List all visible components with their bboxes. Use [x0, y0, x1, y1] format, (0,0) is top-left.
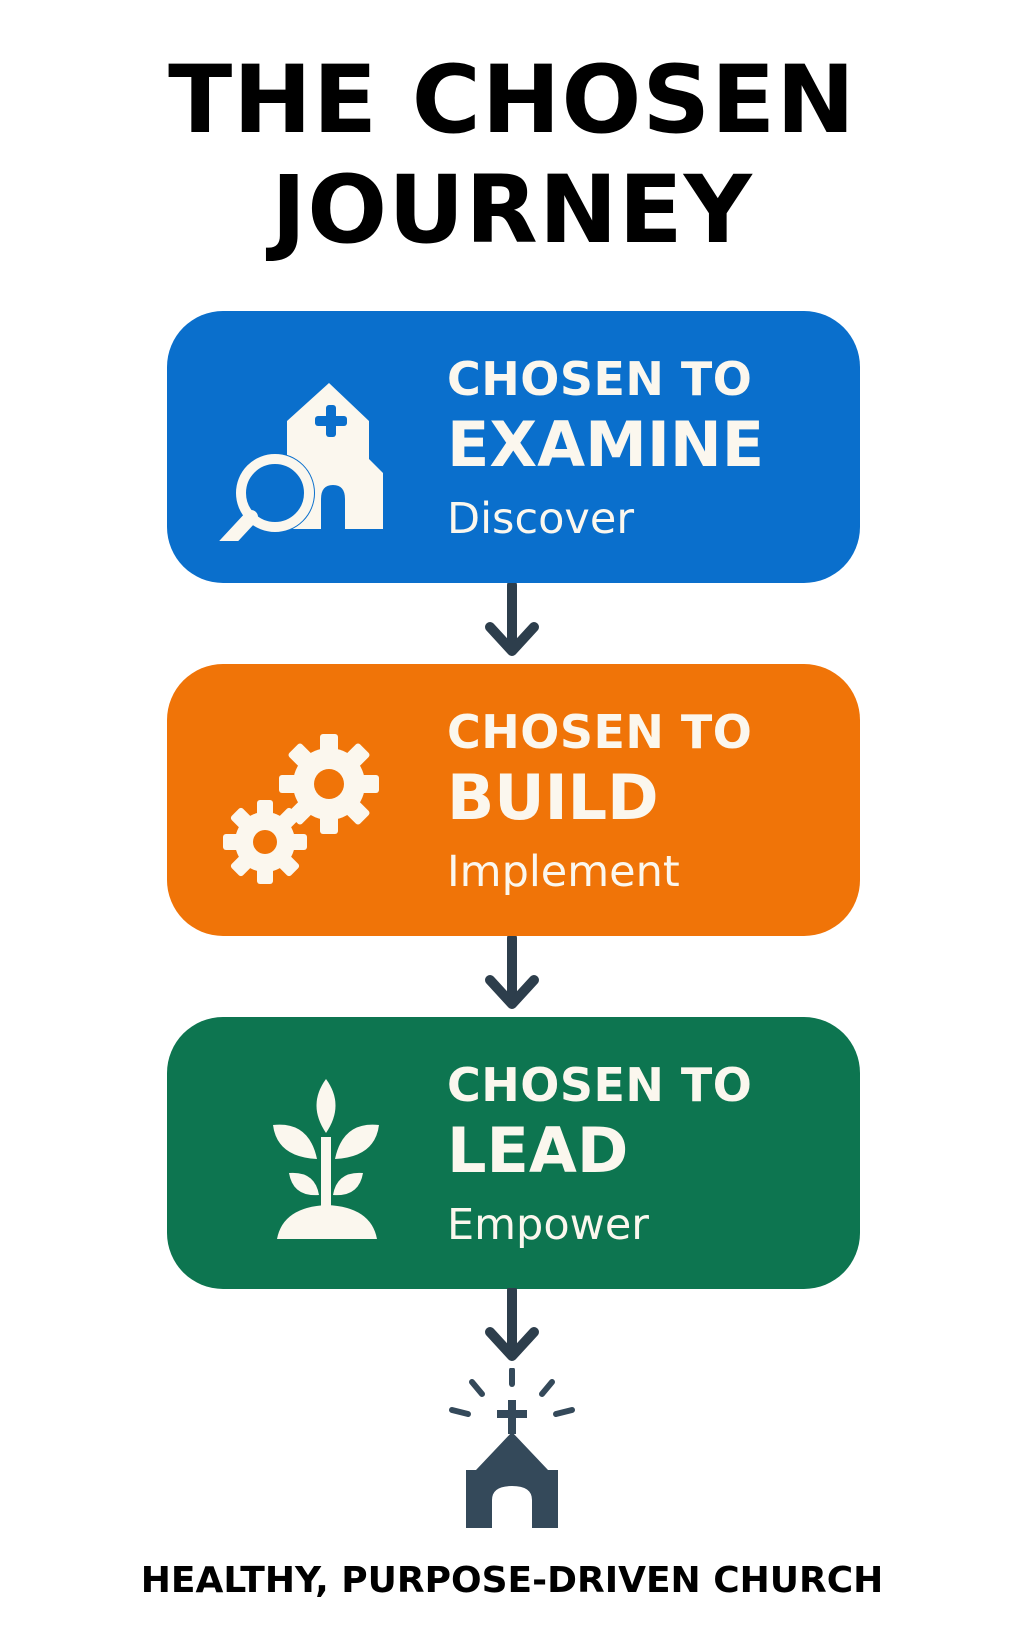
step-prefix: CHOSEN TO	[447, 705, 753, 759]
church-radiant-icon	[442, 1368, 582, 1530]
step-title: LEAD	[447, 1114, 629, 1187]
result-label: HEALTHY, PURPOSE-DRIVEN CHURCH	[140, 1560, 884, 1601]
page-title-line-2: JOURNEY	[271, 156, 753, 265]
step-card-lead: CHOSEN TO LEAD Empower	[167, 1017, 860, 1289]
arrow-down-icon	[482, 583, 542, 661]
step-prefix: CHOSEN TO	[447, 352, 753, 406]
step-title: BUILD	[447, 761, 659, 834]
arrow-down-icon	[482, 936, 542, 1014]
step-subtitle: Empower	[447, 1200, 649, 1250]
step-title: EXAMINE	[447, 408, 765, 481]
step-subtitle: Discover	[447, 494, 634, 544]
gears-icon	[217, 714, 397, 894]
page-title-line-1: THE CHOSEN	[168, 46, 856, 155]
arrow-down-icon	[482, 1288, 542, 1366]
step-prefix: CHOSEN TO	[447, 1058, 753, 1112]
step-card-examine: CHOSEN TO EXAMINE Discover	[167, 311, 860, 583]
step-card-build: CHOSEN TO BUILD Implement	[167, 664, 860, 936]
step-subtitle: Implement	[447, 847, 680, 897]
church-magnifier-icon	[217, 361, 397, 541]
sprout-icon	[217, 1067, 397, 1247]
